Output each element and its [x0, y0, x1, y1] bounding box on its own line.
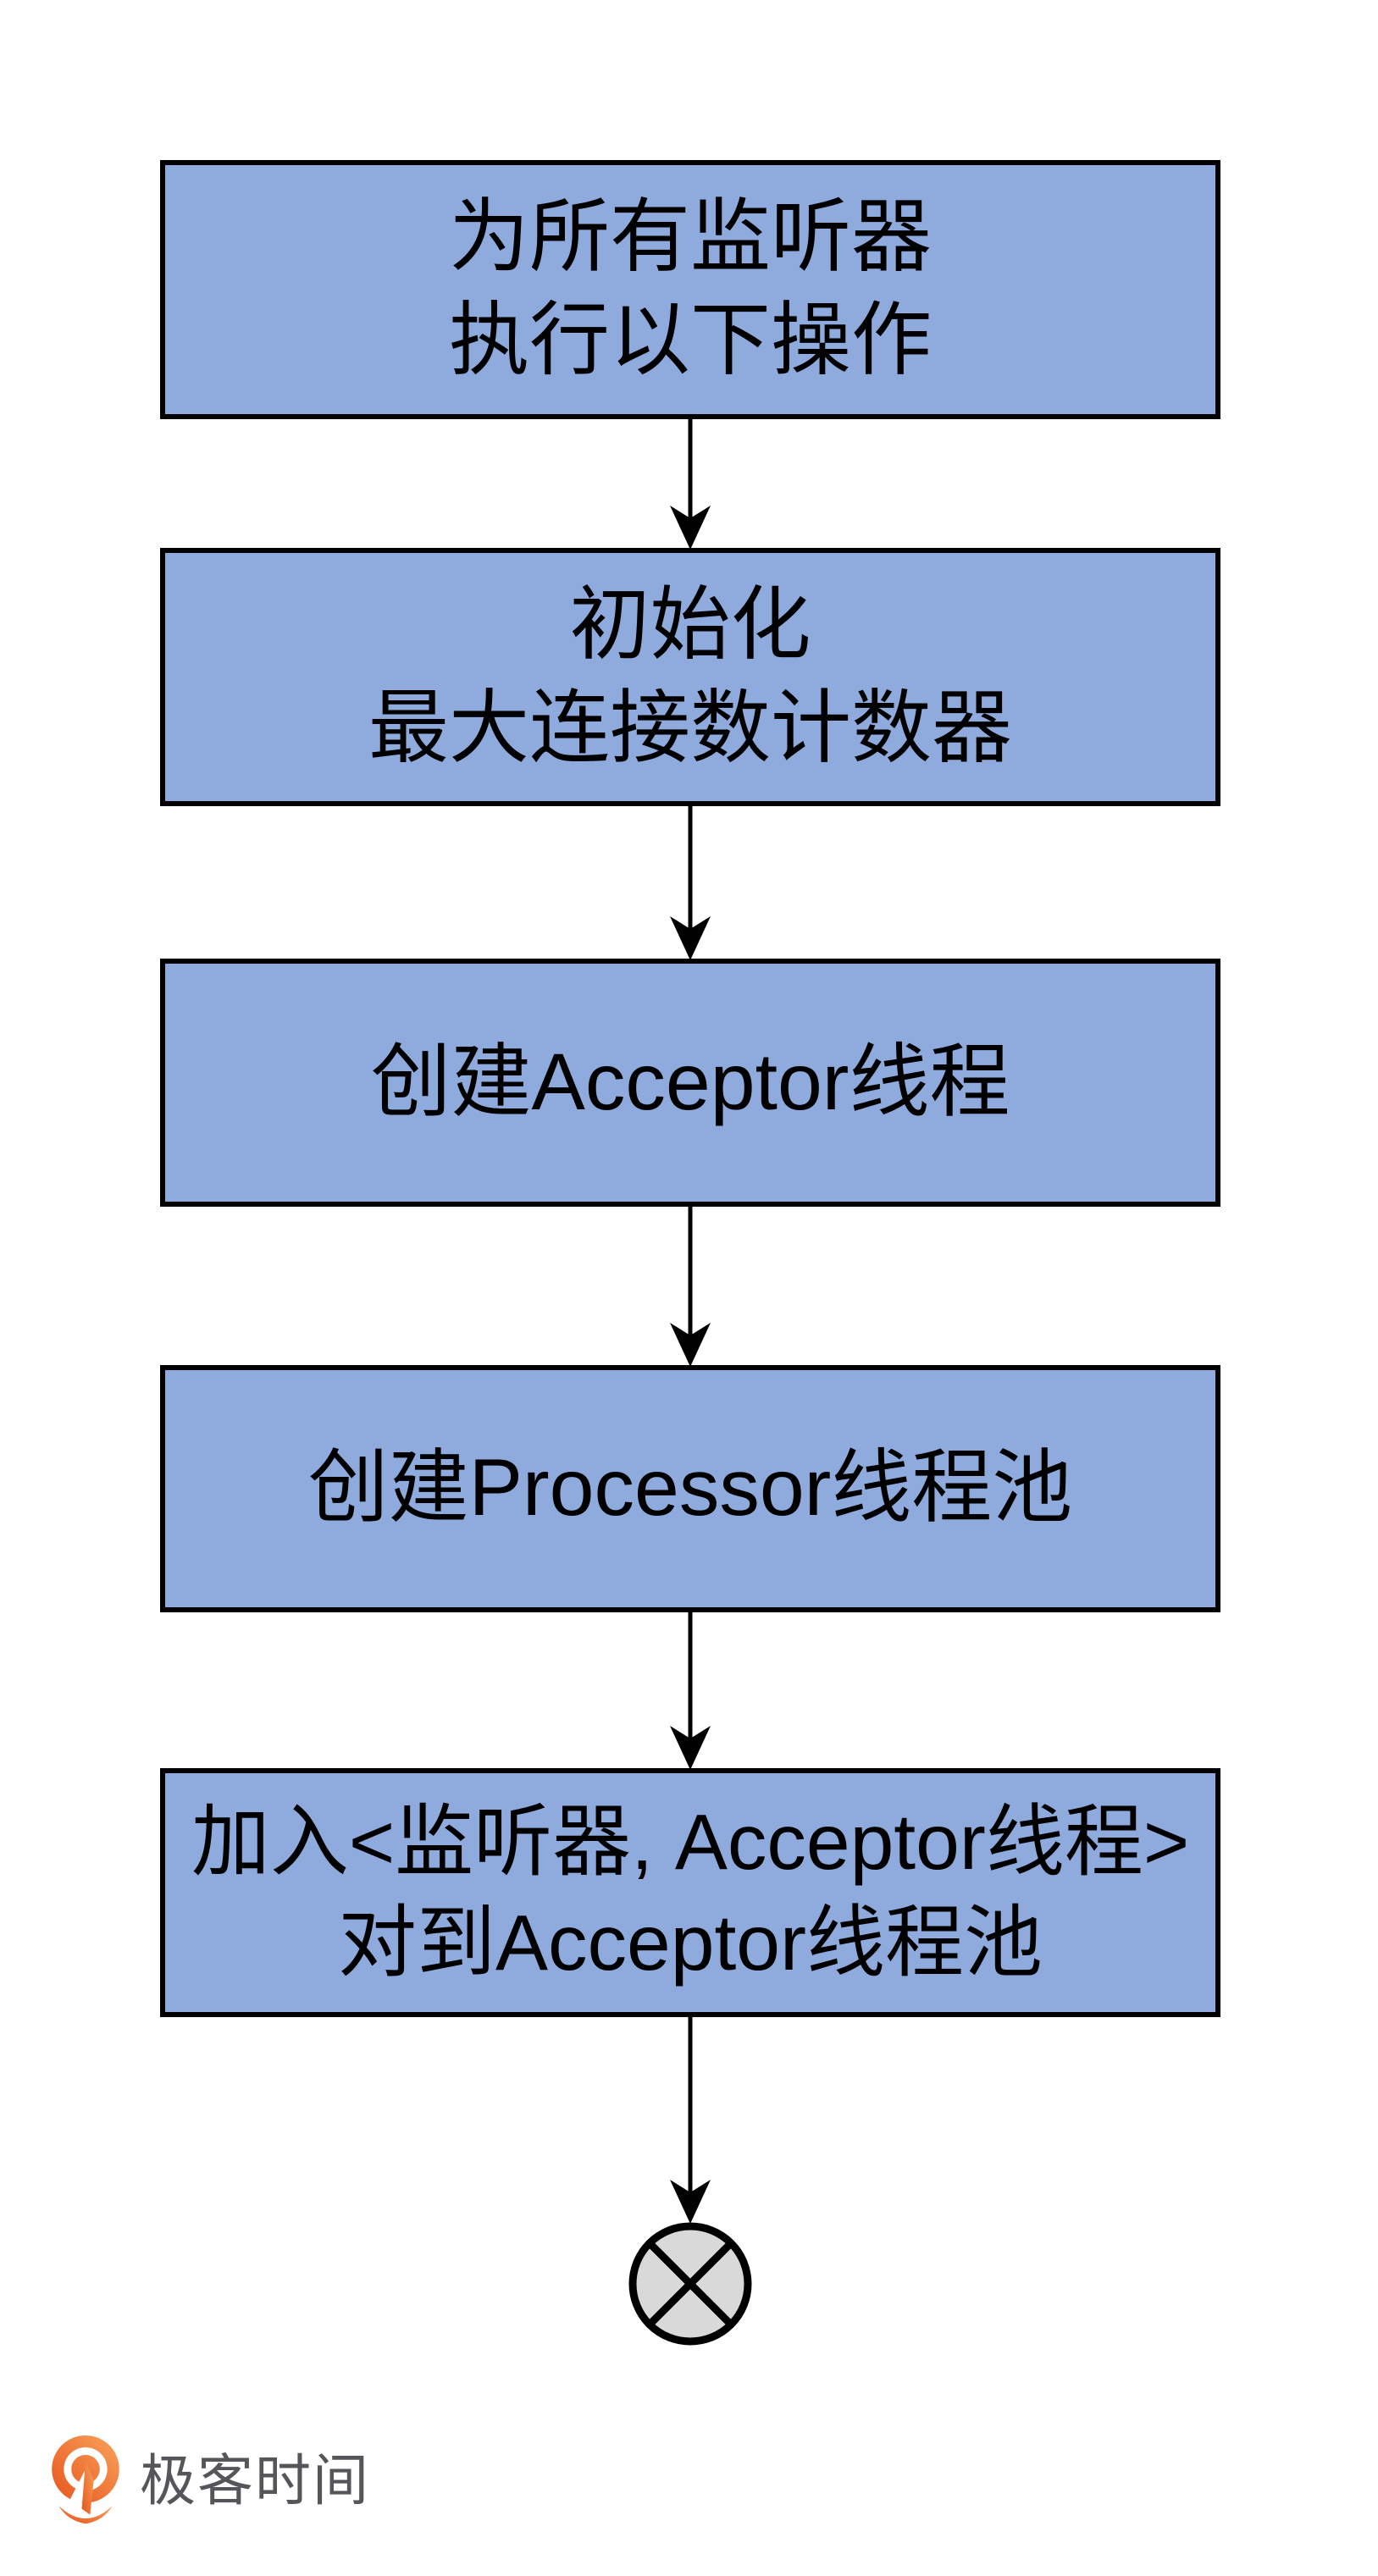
brand-logo-text: 极客时间 [140, 2449, 370, 2512]
flow-step-4: 创建Processor线程池 [160, 1365, 1220, 1612]
flow-step-3: 创建Acceptor线程 [160, 959, 1220, 1207]
circle-x-icon [628, 2222, 752, 2346]
arrow-down-icon [670, 1612, 711, 1770]
arrow-down-icon [670, 2017, 711, 2224]
flow-step-1: 为所有监听器 执行以下操作 [160, 160, 1220, 419]
arrow-down-icon [670, 806, 711, 960]
flow-step-label: 创建Processor线程池 [307, 1443, 1073, 1534]
flow-step-label: 初始化 最大连接数计数器 [368, 579, 1012, 773]
brand-logo: 极客时间 [47, 2435, 370, 2525]
flow-step-label: 创建Acceptor线程 [370, 1036, 1010, 1127]
arrow-down-icon [670, 419, 711, 550]
flow-step-5: 加入<监听器, Acceptor线程>对到Acceptor线程池 [160, 1768, 1220, 2017]
arrow-down-icon [670, 1207, 711, 1367]
geektime-pin-icon [52, 2435, 119, 2524]
flow-step-label: 加入<监听器, Acceptor线程>对到Acceptor线程池 [191, 1797, 1190, 1987]
flow-step-label: 为所有监听器 执行以下操作 [448, 192, 932, 385]
flow-step-2: 初始化 最大连接数计数器 [160, 548, 1220, 806]
